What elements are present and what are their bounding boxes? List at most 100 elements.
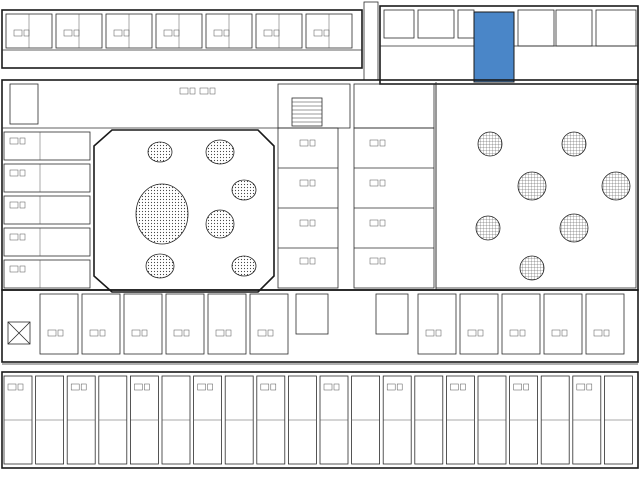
bathroom-fixture: [70, 383, 80, 391]
apartment-unit: [459, 293, 499, 355]
bathroom-fixture: [260, 383, 270, 391]
bathroom-fixture: [477, 329, 484, 337]
bathroom-fixture: [23, 29, 30, 37]
bathroom-fixture: [379, 179, 386, 187]
column-grille: [559, 213, 589, 243]
column-grille: [477, 131, 503, 157]
apartment-unit: [249, 293, 289, 355]
bathroom-fixture: [561, 329, 568, 337]
bathroom-fixture: [189, 87, 196, 95]
bathroom-fixture: [213, 29, 223, 37]
apartment-unit: [123, 293, 163, 355]
bathroom-fixture: [63, 29, 73, 37]
bathroom-fixture: [257, 329, 267, 337]
bathroom-fixture: [7, 383, 17, 391]
bathroom-fixture: [131, 329, 141, 337]
bathroom-fixture: [523, 383, 529, 391]
top-left-unit-block: [1, 9, 363, 69]
bathroom-fixture: [450, 383, 459, 391]
central-grille: [135, 183, 189, 245]
bathroom-fixture: [9, 265, 19, 273]
apartment-unit: [39, 293, 79, 355]
right-hall: [435, 83, 637, 289]
bathroom-fixture: [586, 383, 593, 391]
top-right-unit-block: [379, 5, 639, 85]
bathroom-fixture: [225, 329, 232, 337]
bathroom-fixture: [270, 383, 277, 391]
bottom-room-row: [3, 375, 633, 465]
bathroom-fixture: [73, 29, 80, 37]
column-grille: [475, 215, 501, 241]
left-room-column: [3, 83, 91, 289]
bathroom-fixture: [519, 329, 526, 337]
bathroom-fixture: [425, 329, 435, 337]
central-core: [277, 83, 435, 289]
bathroom-fixture: [576, 383, 586, 391]
bathroom-fixture: [215, 329, 225, 337]
bathroom-fixture: [369, 179, 379, 187]
bathroom-fixture: [99, 329, 106, 337]
apartment-unit: [501, 293, 541, 355]
bathroom-fixture: [263, 29, 273, 37]
stair: [291, 97, 323, 127]
bathroom-fixture: [173, 29, 180, 37]
bathroom-fixture: [173, 329, 183, 337]
bathroom-fixture: [369, 219, 379, 227]
bathroom-fixture: [299, 179, 309, 187]
bathroom-fixture: [183, 329, 190, 337]
bathroom-fixture: [9, 233, 19, 241]
bathroom-fixture: [197, 383, 206, 391]
apartment-unit: [3, 131, 91, 161]
bathroom-fixture: [199, 87, 209, 95]
bathroom-fixture: [19, 201, 26, 209]
selected-room[interactable]: [473, 11, 515, 83]
bathroom-fixture: [323, 29, 330, 37]
bathroom-fixture: [299, 219, 309, 227]
bathroom-fixture: [369, 257, 379, 265]
apartment-unit: [417, 293, 457, 355]
bathroom-fixture: [9, 137, 19, 145]
bathroom-fixture: [144, 383, 150, 391]
column-grille: [205, 209, 235, 239]
bathroom-fixture: [386, 383, 396, 391]
bathroom-fixture: [19, 265, 26, 273]
bathroom-fixture: [309, 179, 316, 187]
bathroom-fixture: [333, 383, 340, 391]
bathroom-fixture: [379, 139, 386, 147]
bathroom-fixture: [299, 257, 309, 265]
bathroom-fixture: [13, 29, 23, 37]
lower-band-outline: [1, 289, 639, 469]
column-grille: [517, 171, 547, 201]
bathroom-fixture: [123, 29, 130, 37]
bathroom-fixture: [309, 139, 316, 147]
left-hall: [93, 129, 275, 293]
apartment-unit: [3, 163, 91, 193]
bathroom-fixture: [379, 257, 386, 265]
bathroom-fixture: [509, 329, 519, 337]
bathroom-fixture: [396, 383, 403, 391]
bathroom-fixture: [593, 329, 603, 337]
bathroom-fixture: [19, 169, 26, 177]
bathroom-fixture: [80, 383, 87, 391]
bathroom-fixture: [299, 139, 309, 147]
column-grille: [147, 141, 173, 163]
bathroom-fixture: [309, 257, 316, 265]
bathroom-fixture: [551, 329, 561, 337]
bathroom-fixture: [273, 29, 280, 37]
bathroom-fixture: [369, 139, 379, 147]
top-corridor-stair: [363, 1, 379, 81]
core-rooms: [179, 87, 386, 265]
apartment-unit: [3, 195, 91, 225]
lower-room-row: [39, 293, 625, 355]
bathroom-fixture: [323, 383, 333, 391]
bathroom-fixture: [209, 87, 216, 95]
bathroom-fixture: [57, 329, 64, 337]
column-grille: [231, 179, 257, 201]
bathroom-fixture: [9, 169, 19, 177]
bathroom-fixture: [113, 29, 123, 37]
column-grille: [561, 131, 587, 157]
bathroom-fixture: [19, 137, 26, 145]
bathroom-fixture: [313, 29, 323, 37]
bathroom-fixture: [460, 383, 466, 391]
bathroom-fixture: [513, 383, 522, 391]
